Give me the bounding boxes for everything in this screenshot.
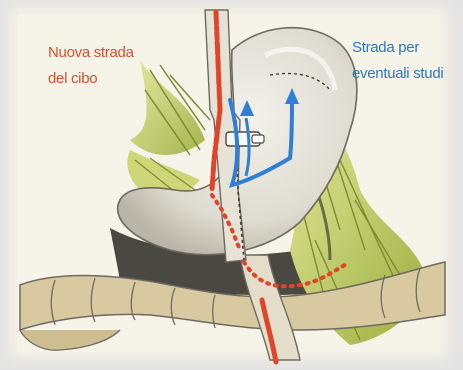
food-route-label-line1: Nuova strada [48, 40, 134, 66]
anastomosis-marker [226, 132, 264, 146]
food-route-label-line2: del cibo [48, 66, 134, 92]
food-route-label: Nuova strada del cibo [48, 40, 134, 92]
study-route-label: Strada per eventuali studi [352, 35, 443, 87]
study-route-label-line1: Strada per [352, 35, 443, 61]
study-route-label-line2: eventuali studi [352, 61, 443, 87]
